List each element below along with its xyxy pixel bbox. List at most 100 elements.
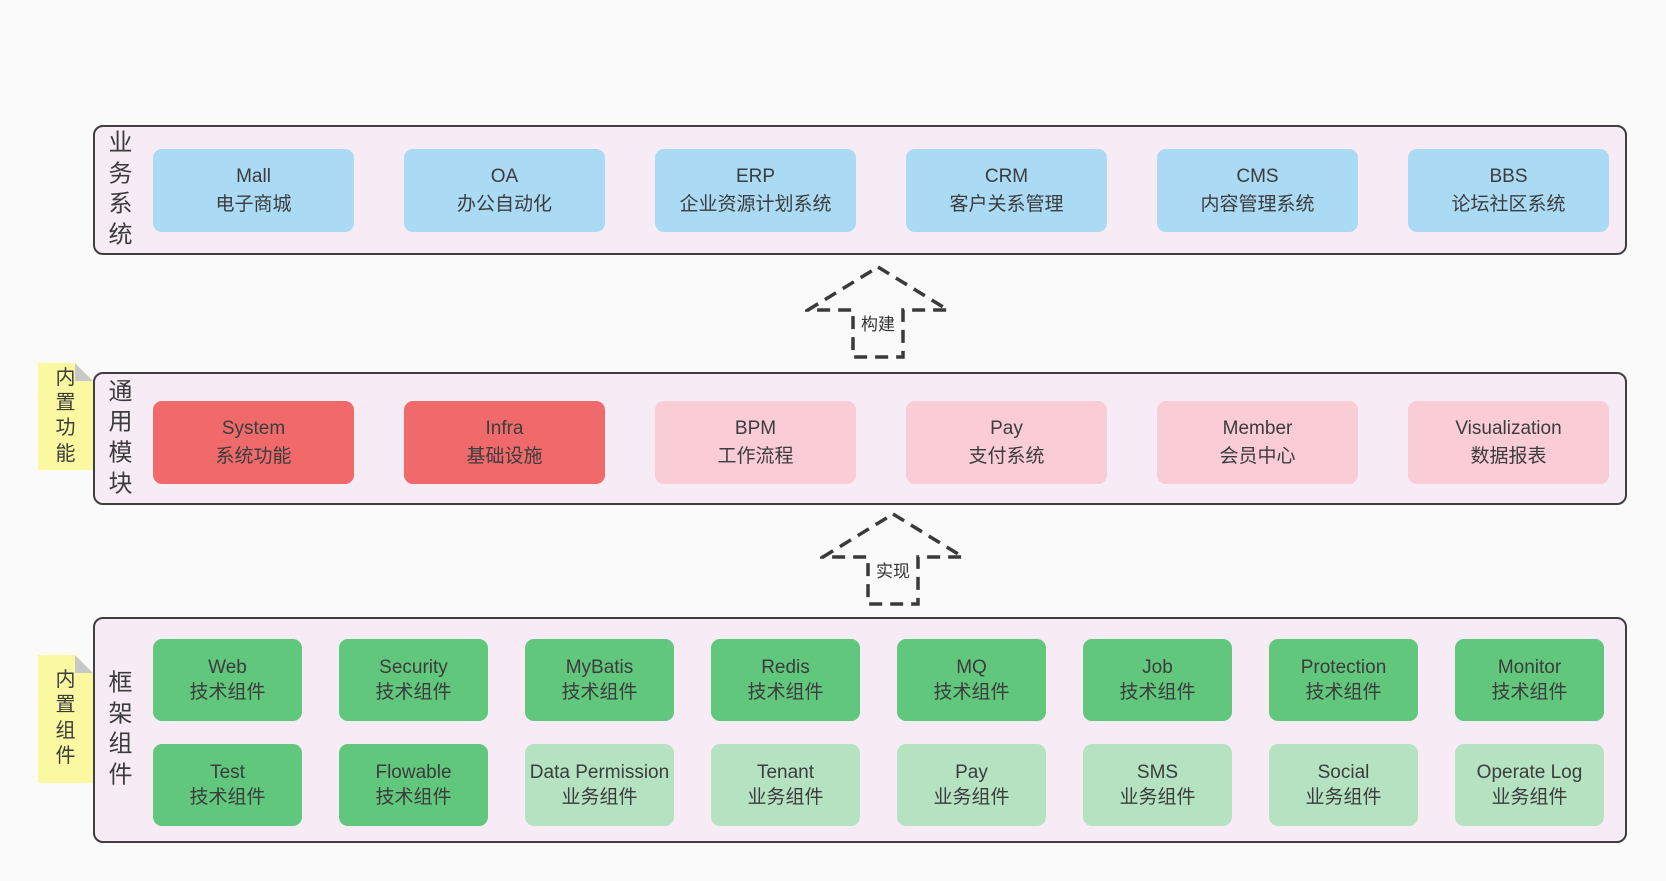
box-visualization: Visualization 数据报表 (1408, 401, 1609, 484)
box-name: Mall (236, 165, 271, 187)
build-arrow: 构建 (805, 264, 951, 360)
build-arrow-label: 构建 (858, 310, 898, 335)
box-name: SMS (1136, 761, 1179, 783)
box-subtitle: 论坛社区系统 (1451, 193, 1566, 215)
box-subtitle: 业务组件 (1119, 787, 1196, 808)
box-subtitle: 数据报表 (1470, 445, 1547, 467)
box-name: Pay (955, 761, 988, 783)
box-erp: ERP 企业资源计划系统 (655, 149, 856, 232)
box-name: Operate Log (1476, 761, 1583, 783)
box-security: Security 技术组件 (339, 639, 488, 721)
box-subtitle: 企业资源计划系统 (679, 193, 832, 215)
business-systems-row: Mall 电子商城 OA 办公自动化 ERP 企业资源计划系统 CRM 客户关系… (153, 149, 1609, 232)
box-subtitle: 工作流程 (717, 445, 794, 467)
box-name: MyBatis (565, 656, 634, 678)
box-mq: MQ 技术组件 (897, 639, 1046, 721)
box-name: Pay (990, 417, 1023, 439)
common-modules-label: 通用模块 (108, 378, 133, 498)
box-name: Flowable (375, 761, 452, 783)
box-name: Social (1317, 761, 1370, 783)
common-modules-container: 通用模块 System 系统功能 Infra 基础设施 BPM 工作流程 Pay… (93, 372, 1627, 505)
box-member: Member 会员中心 (1157, 401, 1358, 484)
box-subtitle: 内容管理系统 (1200, 193, 1315, 215)
box-job: Job 技术组件 (1083, 639, 1232, 721)
business-systems-container: 业务系统 Mall 电子商城 OA 办公自动化 ERP 企业资源计划系统 CRM… (93, 125, 1627, 255)
box-name: CRM (984, 165, 1029, 187)
implement-arrow: 实现 (820, 511, 966, 607)
box-name: OA (490, 165, 519, 187)
box-name: Tenant (756, 761, 815, 783)
box-subtitle: 业务组件 (1305, 787, 1382, 808)
box-subtitle: 技术组件 (1491, 682, 1568, 703)
box-name: Test (210, 761, 245, 783)
box-mall: Mall 电子商城 (153, 149, 354, 232)
box-test: Test 技术组件 (153, 744, 302, 826)
box-name: Data Permission (529, 761, 670, 783)
box-subtitle: 业务组件 (933, 787, 1010, 808)
box-subtitle: 系统功能 (215, 445, 292, 467)
box-name: MQ (956, 656, 987, 678)
box-subtitle: 技术组件 (189, 682, 266, 703)
box-data-permission: Data Permission 业务组件 (525, 744, 674, 826)
implement-arrow-label: 实现 (873, 557, 913, 582)
box-redis: Redis 技术组件 (711, 639, 860, 721)
box-subtitle: 技术组件 (1305, 682, 1382, 703)
note-fold-icon (75, 655, 93, 673)
box-name: BBS (1489, 165, 1528, 187)
box-sms: SMS 业务组件 (1083, 744, 1232, 826)
box-tenant: Tenant 业务组件 (711, 744, 860, 826)
box-crm: CRM 客户关系管理 (906, 149, 1107, 232)
box-oa: OA 办公自动化 (404, 149, 605, 232)
box-cms: CMS 内容管理系统 (1157, 149, 1358, 232)
box-name: Web (208, 656, 247, 678)
box-pay-component: Pay 业务组件 (897, 744, 1046, 826)
box-name: ERP (735, 165, 776, 187)
box-bpm: BPM 工作流程 (655, 401, 856, 484)
box-name: CMS (1236, 165, 1279, 187)
box-subtitle: 技术组件 (561, 682, 638, 703)
box-subtitle: 技术组件 (189, 787, 266, 808)
box-name: Infra (485, 417, 524, 439)
note-fold-icon (75, 363, 93, 381)
box-subtitle: 业务组件 (561, 787, 638, 808)
box-subtitle: 基础设施 (466, 445, 543, 467)
framework-components-label: 框架组件 (108, 669, 133, 789)
box-subtitle: 业务组件 (1491, 787, 1568, 808)
box-bbs: BBS 论坛社区系统 (1408, 149, 1609, 232)
sticky-note-text: 内置组件 (55, 669, 76, 768)
box-protection: Protection 技术组件 (1269, 639, 1418, 721)
box-web: Web 技术组件 (153, 639, 302, 721)
box-name: Monitor (1497, 656, 1562, 678)
box-subtitle: 技术组件 (933, 682, 1010, 703)
sticky-note-builtin-features: 内置功能 (38, 363, 93, 470)
framework-components-row-2: Test 技术组件 Flowable 技术组件 Data Permission … (153, 744, 1604, 826)
box-system: System 系统功能 (153, 401, 354, 484)
box-social: Social 业务组件 (1269, 744, 1418, 826)
box-monitor: Monitor 技术组件 (1455, 639, 1604, 721)
box-subtitle: 支付系统 (968, 445, 1045, 467)
common-modules-row: System 系统功能 Infra 基础设施 BPM 工作流程 Pay 支付系统… (153, 401, 1609, 484)
box-operate-log: Operate Log 业务组件 (1455, 744, 1604, 826)
box-subtitle: 业务组件 (747, 787, 824, 808)
box-subtitle: 技术组件 (747, 682, 824, 703)
business-systems-label: 业务系统 (108, 129, 133, 249)
box-mybatis: MyBatis 技术组件 (525, 639, 674, 721)
box-name: Redis (761, 656, 810, 678)
box-subtitle: 电子商城 (215, 193, 292, 215)
box-subtitle: 客户关系管理 (949, 193, 1064, 215)
box-name: System (221, 417, 286, 439)
box-name: Protection (1300, 656, 1387, 678)
box-name: Job (1142, 656, 1173, 678)
sticky-note-builtin-components: 内置组件 (38, 655, 93, 783)
box-pay-system: Pay 支付系统 (906, 401, 1107, 484)
framework-components-container: 框架组件 Web 技术组件 Security 技术组件 MyBatis 技术组件… (93, 617, 1627, 843)
box-name: Visualization (1455, 417, 1562, 439)
framework-components-row-1: Web 技术组件 Security 技术组件 MyBatis 技术组件 Redi… (153, 639, 1604, 721)
box-infra: Infra 基础设施 (404, 401, 605, 484)
box-name: BPM (734, 417, 777, 439)
box-subtitle: 会员中心 (1219, 445, 1296, 467)
box-subtitle: 技术组件 (1119, 682, 1196, 703)
box-subtitle: 技术组件 (375, 787, 452, 808)
box-name: Member (1222, 417, 1293, 439)
